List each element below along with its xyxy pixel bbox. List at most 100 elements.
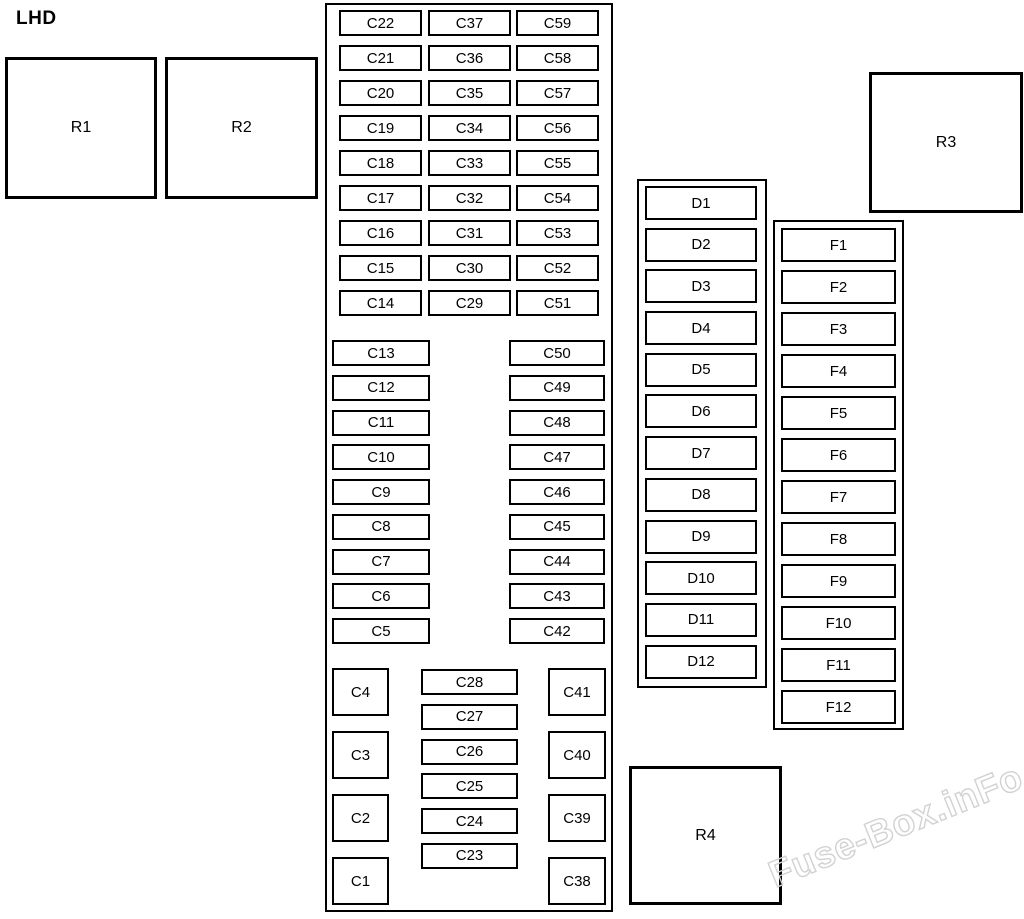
fuse-c30: C30 [428,255,511,281]
fuse-c58: C58 [516,45,599,71]
fuse-c19: C19 [339,115,422,141]
fuse-f8: F8 [781,522,896,556]
fuse-c7: C7 [332,548,430,575]
fuse-c24: C24 [421,808,518,835]
fuse-c31: C31 [428,220,511,246]
fuse-d4: D4 [645,311,757,346]
diagram-title: LHD [16,8,57,29]
relay-r2: R2 [165,57,318,199]
relay-r3: R3 [869,72,1023,213]
fuse-d12: D12 [645,644,757,679]
fuse-c14: C14 [339,290,422,316]
fuse-f7: F7 [781,480,896,514]
fuse-c18: C18 [339,150,422,176]
fuse-c2: C2 [332,794,389,842]
fuse-c26: C26 [421,738,518,765]
f-fuse-block-frame [773,220,904,730]
fuse-c37: C37 [428,10,511,36]
fuse-d5: D5 [645,352,757,387]
relay-r1: R1 [5,57,157,199]
fuse-f4: F4 [781,354,896,388]
fuse-c9: C9 [332,479,430,505]
fuse-c20: C20 [339,80,422,106]
fuse-c6: C6 [332,583,430,610]
fuse-f1: F1 [781,228,896,262]
fuse-c59: C59 [516,10,599,36]
fuse-c10: C10 [332,444,430,471]
fuse-c38: C38 [548,857,606,905]
fuse-c52: C52 [516,255,599,281]
fuse-c12: C12 [332,374,430,401]
fuse-c35: C35 [428,80,511,106]
fuse-f10: F10 [781,606,896,640]
fuse-c11: C11 [332,409,430,436]
fuse-c44: C44 [509,548,605,575]
fuse-c8: C8 [332,513,430,540]
fuse-c36: C36 [428,45,511,71]
fuse-c4: C4 [332,668,389,716]
fuse-c39: C39 [548,794,606,842]
fuse-c55: C55 [516,150,599,176]
d-fuse-block-frame [637,179,767,688]
fuse-c15: C15 [339,255,422,281]
fuse-c28: C28 [421,669,518,695]
fuse-c43: C43 [509,583,605,610]
fuse-c22: C22 [339,10,422,36]
fuse-d1: D1 [645,186,757,220]
fuse-c17: C17 [339,185,422,211]
center-fuse-block-frame [325,3,613,912]
fuse-c57: C57 [516,80,599,106]
fuse-c56: C56 [516,115,599,141]
fuse-d2: D2 [645,227,757,262]
fuse-c33: C33 [428,150,511,176]
fuse-f11: F11 [781,648,896,682]
fuse-c3: C3 [332,731,389,779]
fuse-c27: C27 [421,703,518,730]
fuse-c50: C50 [509,340,605,366]
fuse-c40: C40 [548,731,606,779]
fuse-d6: D6 [645,394,757,429]
fuse-f12: F12 [781,690,896,724]
watermark-text: Fuse-Box.inFo [762,755,1024,896]
fuse-c51: C51 [516,290,599,316]
fuse-c48: C48 [509,409,605,436]
fuse-f3: F3 [781,312,896,346]
fuse-d8: D8 [645,477,757,512]
fuse-f2: F2 [781,270,896,304]
fuse-c42: C42 [509,618,605,644]
fuse-c46: C46 [509,479,605,505]
fuse-c16: C16 [339,220,422,246]
relay-r4: R4 [629,766,782,905]
fuse-c13: C13 [332,340,430,366]
fuse-d11: D11 [645,602,757,637]
fuse-c25: C25 [421,773,518,800]
fuse-c45: C45 [509,513,605,540]
fuse-c34: C34 [428,115,511,141]
fuse-d10: D10 [645,561,757,596]
fuse-c41: C41 [548,668,606,716]
fuse-d3: D3 [645,269,757,304]
fuse-c29: C29 [428,290,511,316]
fuse-d7: D7 [645,436,757,471]
fuse-d9: D9 [645,519,757,554]
fuse-c1: C1 [332,857,389,905]
fuse-f5: F5 [781,396,896,430]
fuse-c47: C47 [509,444,605,471]
fuse-c54: C54 [516,185,599,211]
fuse-c53: C53 [516,220,599,246]
fuse-f6: F6 [781,438,896,472]
fuse-c49: C49 [509,374,605,401]
fuse-c5: C5 [332,618,430,644]
fuse-c32: C32 [428,185,511,211]
fuse-c23: C23 [421,842,518,869]
